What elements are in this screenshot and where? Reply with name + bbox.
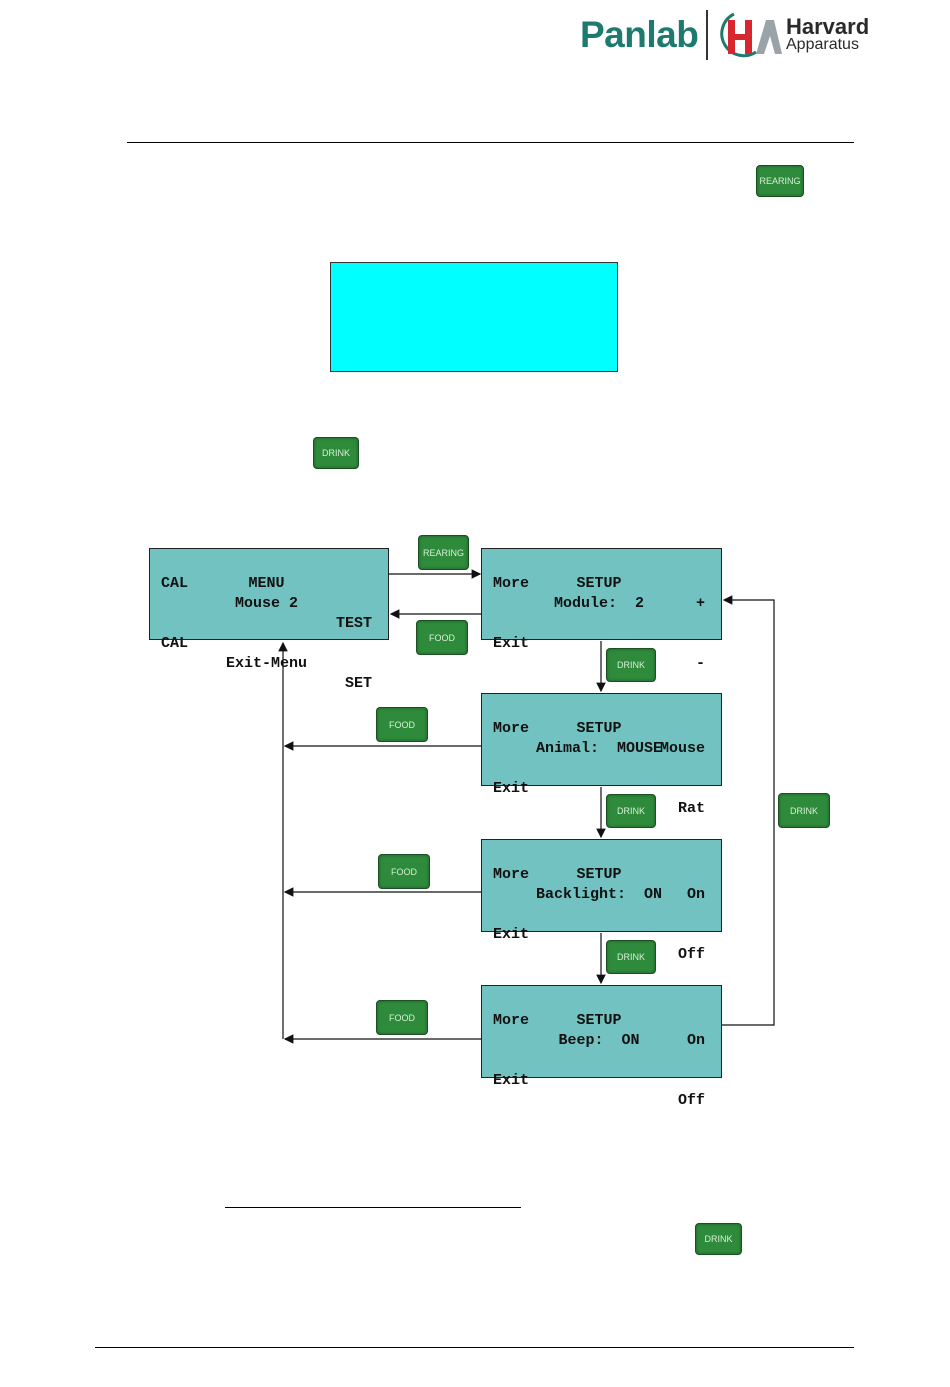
- lcd-text: SETUP: [576, 866, 622, 883]
- lcd-setup-backlight: More On SETUP Backlight: ON Exit Off: [481, 839, 722, 963]
- lcd-text: Animal: MOUSE: [535, 740, 663, 757]
- lcd-text: Mouse 2: [234, 595, 298, 612]
- lcd-text: On: [686, 886, 705, 903]
- lcd-text: Exit: [493, 635, 530, 652]
- lcd-text: Off: [677, 946, 705, 963]
- rearing-key-icon: REARING: [756, 165, 804, 197]
- harvard-apparatus-logo-icon: [720, 12, 782, 58]
- lcd-setup-beep: More On SETUP Beep: ON Exit Off: [481, 985, 722, 1109]
- header-rule: [127, 142, 854, 143]
- lcd-text: Module: 2: [553, 595, 644, 612]
- lcd-text: Rat: [677, 800, 705, 817]
- lcd-text: Mouse: [659, 740, 705, 757]
- lcd-text: CAL: [161, 575, 189, 592]
- lcd-setup-animal: More Mouse SETUP Animal: MOUSE Exit Rat: [481, 693, 722, 817]
- lcd-text: Exit: [493, 926, 530, 943]
- lcd-text: Exit-Menu: [225, 655, 307, 672]
- lcd-text: Backlight: ON: [535, 886, 663, 903]
- drink-key-icon: DRINK: [778, 793, 830, 828]
- lcd-text: On: [686, 1032, 705, 1049]
- lcd-text: More: [493, 866, 530, 883]
- lcd-text: Off: [677, 1092, 705, 1109]
- lcd-text: More: [493, 575, 530, 592]
- lcd-text: Beep: ON: [558, 1032, 640, 1049]
- lcd-main-menu: CAL Mouse 2 TEST MENU CAL Exit-Menu SET: [149, 548, 389, 692]
- food-key-icon: FOOD: [376, 707, 428, 742]
- drink-key-icon: DRINK: [606, 940, 656, 974]
- lcd-text: MENU: [248, 575, 285, 592]
- lcd-text: +: [695, 595, 705, 612]
- panlab-logo: Panlab: [580, 14, 699, 55]
- rearing-key-icon: REARING: [418, 535, 469, 570]
- harvard-text: Harvard: [786, 14, 870, 39]
- food-key-icon: FOOD: [378, 854, 430, 889]
- drink-key-icon: DRINK: [606, 794, 656, 828]
- lcd-highlight-box: [330, 262, 618, 372]
- lcd-text: SETUP: [576, 720, 622, 737]
- lcd-text: Exit: [493, 780, 530, 797]
- lcd-text: SETUP: [576, 1012, 622, 1029]
- lcd-text: TEST: [335, 615, 372, 632]
- section-underline: [225, 1207, 521, 1208]
- drink-key-icon: DRINK: [606, 648, 656, 682]
- lcd-text: CAL: [161, 635, 189, 652]
- lcd-text: More: [493, 1012, 530, 1029]
- food-key-icon: FOOD: [416, 620, 468, 655]
- drink-key-icon: DRINK: [313, 437, 359, 469]
- logo-separator: [706, 10, 708, 60]
- lcd-text: SETUP: [576, 575, 622, 592]
- lcd-setup-module: More + SETUP Module: 2 Exit -: [481, 548, 722, 672]
- lcd-text: More: [493, 720, 530, 737]
- drink-key-icon: DRINK: [695, 1223, 742, 1255]
- lcd-text: SET: [344, 675, 372, 692]
- footer-rule: [95, 1347, 854, 1348]
- food-key-icon: FOOD: [376, 1000, 428, 1035]
- apparatus-text: Apparatus: [786, 36, 859, 53]
- lcd-text: Exit: [493, 1072, 530, 1089]
- lcd-text: -: [695, 655, 705, 672]
